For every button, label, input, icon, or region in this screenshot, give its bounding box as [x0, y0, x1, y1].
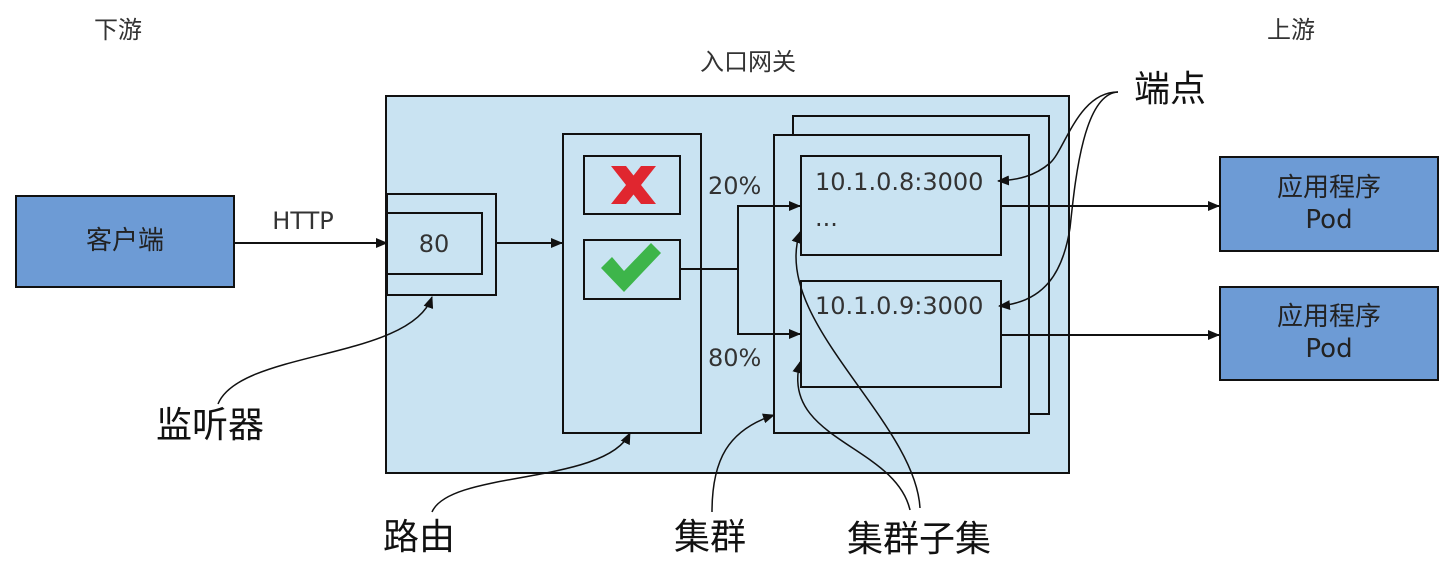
pod-2-subtitle: Pod	[1305, 334, 1353, 364]
cluster-subset-callout-label: 集群子集	[847, 519, 992, 560]
pod-box-1	[1219, 156, 1439, 252]
route-callout-label: 路由	[383, 517, 456, 558]
listener-callout-curve	[217, 296, 434, 405]
gateway-label: 入口网关	[700, 48, 796, 76]
weight-20-label: 20%	[708, 172, 762, 200]
endpoints-callout-curve-1	[997, 91, 1119, 186]
route-to-subset-2-arrow	[737, 269, 801, 339]
cluster-callout-curve	[711, 413, 775, 513]
listener-port-label: 80	[418, 230, 450, 258]
client-box	[15, 195, 235, 288]
cluster-box	[773, 134, 1030, 434]
route-box	[562, 133, 702, 434]
listener-callout-label: 监听器	[156, 405, 265, 446]
pod-2-label: 应用程序 Pod	[1277, 301, 1381, 365]
endpoints-callout-label: 端点	[1134, 69, 1207, 110]
route-callout-curve	[431, 432, 631, 513]
downstream-label: 下游	[94, 16, 142, 44]
subset-callout-curve-2	[792, 361, 911, 511]
endpoint-2-label: 10.1.0.9:3000	[815, 292, 984, 320]
reject-rule-box	[583, 155, 681, 215]
pod-1-title: 应用程序	[1276, 173, 1382, 203]
endpoint-ellipsis-label: ...	[815, 204, 838, 232]
pod-1-subtitle: Pod	[1305, 205, 1353, 235]
pod-box-2	[1219, 286, 1439, 381]
x-mark-icon	[611, 166, 656, 204]
protocol-label: HTTP	[272, 207, 334, 235]
weight-80-label: 80%	[708, 344, 762, 372]
subset-callout-curve-1	[791, 231, 921, 509]
pod-1-label: 应用程序 Pod	[1277, 172, 1381, 236]
pod-2-title: 应用程序	[1276, 302, 1382, 332]
endpoints-callout-curve-2	[998, 91, 1119, 311]
endpoint-1-label: 10.1.0.8:3000	[815, 168, 984, 196]
check-mark-icon	[601, 243, 661, 292]
client-label: 客户端	[85, 226, 165, 256]
cluster-callout-label: 集群	[674, 517, 747, 558]
upstream-label: 上游	[1267, 16, 1315, 44]
